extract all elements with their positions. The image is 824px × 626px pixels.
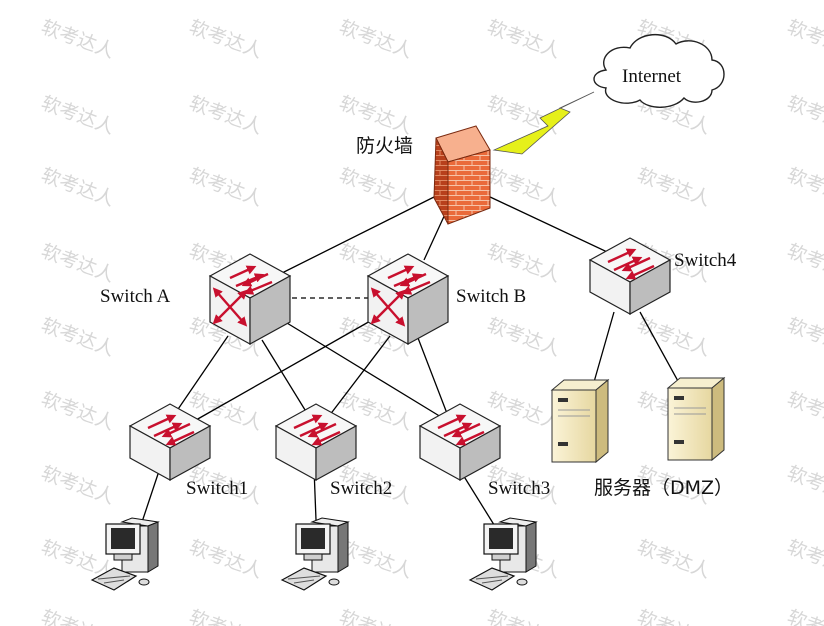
watermark-text: 软考达人 <box>336 164 415 211</box>
switch-b-icon <box>366 253 450 346</box>
internet-cloud-icon: Internet <box>593 34 725 108</box>
switch2-icon <box>274 403 358 482</box>
watermark-text: 软考达人 <box>784 314 824 361</box>
pc-3-icon <box>468 517 538 591</box>
network-links <box>139 195 685 529</box>
watermark-text: 软考达人 <box>186 536 265 583</box>
link-switch-a-switch1 <box>171 335 229 419</box>
servers-dmz-label: 服务器（DMZ） <box>594 477 733 499</box>
watermark-text: 软考达人 <box>784 536 824 583</box>
watermark-text: 软考达人 <box>186 164 265 211</box>
watermark-text: 软考达人 <box>784 462 824 509</box>
link-firewall-switch-b <box>423 211 447 261</box>
internet-label: Internet <box>622 66 682 87</box>
watermark-text: 软考达人 <box>38 314 117 361</box>
link-switch-b-switch3 <box>417 337 449 417</box>
firewall-icon <box>433 125 491 225</box>
watermark-text: 软考达人 <box>784 240 824 287</box>
watermark-text: 软考达人 <box>38 462 117 509</box>
firewall-label: 防火墙 <box>356 135 413 157</box>
switch1-icon <box>128 403 212 482</box>
switch-a-label: Switch A <box>100 286 170 307</box>
link-switch4-server2 <box>639 311 685 393</box>
watermark-text: 软考达人 <box>38 240 117 287</box>
watermark-text: 软考达人 <box>186 606 265 626</box>
wan-lightning-icon <box>492 91 595 155</box>
watermark-text: 软考达人 <box>634 536 713 583</box>
watermark-text: 软考达人 <box>38 92 117 139</box>
link-firewall-switch-a <box>261 195 437 284</box>
watermark-text: 软考达人 <box>336 606 415 626</box>
server-2-icon <box>666 376 726 462</box>
link-switch1-pc1 <box>139 467 161 529</box>
watermark-text: 软考达人 <box>186 16 265 63</box>
watermark-text: 软考达人 <box>484 314 563 361</box>
pc-2-icon <box>280 517 350 591</box>
switch3-label: Switch3 <box>488 478 550 499</box>
link-switch3-pc3 <box>459 469 497 529</box>
watermark-text: 软考达人 <box>784 92 824 139</box>
watermark-text: 软考达人 <box>484 16 563 63</box>
watermark-text: 软考达人 <box>784 388 824 435</box>
switch4-icon <box>588 237 672 316</box>
switch3-icon <box>418 403 502 482</box>
pc-1-icon <box>90 517 160 591</box>
switch2-label: Switch2 <box>330 478 392 499</box>
watermark-text: 软考达人 <box>484 164 563 211</box>
link-switch-b-switch2 <box>325 335 391 421</box>
switch-a-icon <box>208 253 292 346</box>
watermark-text: 软考达人 <box>634 164 713 211</box>
switch4-label: Switch4 <box>674 250 737 271</box>
watermark-text: 软考达人 <box>784 606 824 626</box>
watermark-text: 软考达人 <box>784 164 824 211</box>
watermark-text: 软考达人 <box>634 606 713 626</box>
device-layer <box>90 237 726 591</box>
link-switch-b-switch1 <box>195 319 373 421</box>
link-firewall-switch4 <box>487 195 621 259</box>
server-1-icon <box>550 378 610 464</box>
watermark-text: 软考达人 <box>38 164 117 211</box>
switch-b-label: Switch B <box>456 286 526 307</box>
watermark-text: 软考达人 <box>186 92 265 139</box>
link-switch4-server1 <box>593 311 615 383</box>
watermark-text: 软考达人 <box>484 606 563 626</box>
watermark-text: 软考达人 <box>38 606 117 626</box>
watermark-text: 软考达人 <box>38 16 117 63</box>
watermark-text: 软考达人 <box>634 314 713 361</box>
link-switch-a-switch2 <box>261 339 311 419</box>
watermark-text: 软考达人 <box>784 16 824 63</box>
watermark-text: 软考达人 <box>336 16 415 63</box>
switch1-label: Switch1 <box>186 478 248 499</box>
watermark-text: 软考达人 <box>484 240 563 287</box>
watermark-text: 软考达人 <box>38 388 117 435</box>
watermark-text: 软考达人 <box>336 92 415 139</box>
